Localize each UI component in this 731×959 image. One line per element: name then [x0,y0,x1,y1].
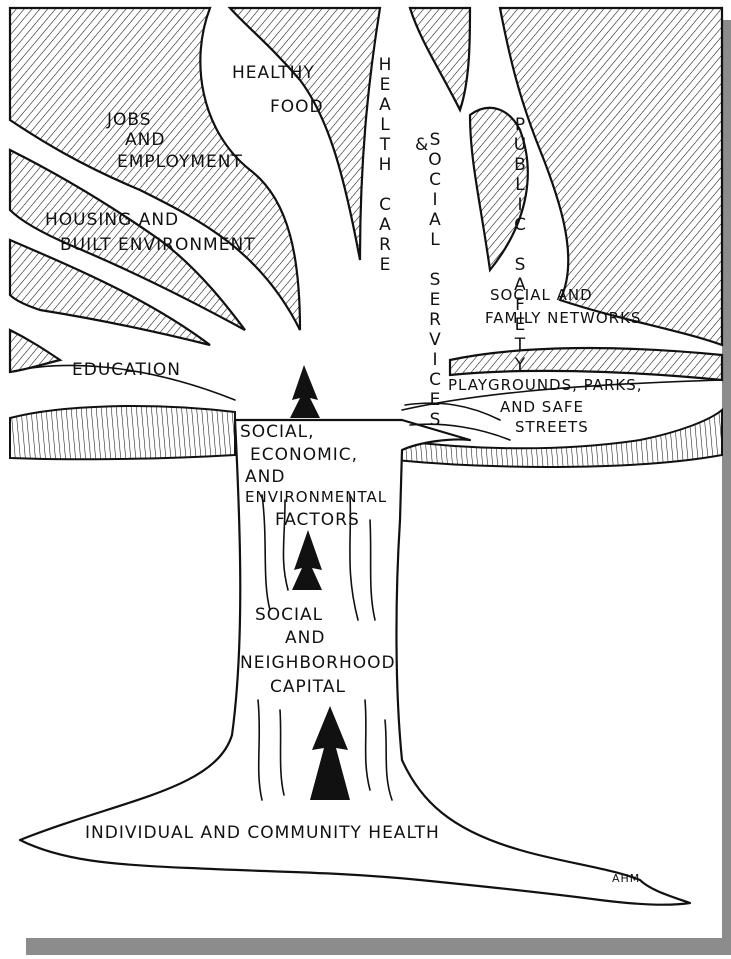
label-capital-4: CAPITAL [270,677,346,697]
label-public-safety: PUBLIC SAFETY [510,115,530,375]
label-jobs-1: JOBS [106,110,152,130]
canopy-band [9,405,236,461]
hatched-area-top-center [408,6,472,113]
bark-line-9 [404,402,501,421]
label-parks-3: STREETS [515,418,589,436]
bark-line-2 [282,499,289,591]
bark-line-4 [369,519,376,621]
label-factors-2: ECONOMIC, [250,445,358,465]
label-capital-1: SOCIAL [255,605,323,625]
arrow-lower-icon [310,706,350,800]
label-jobs-2: AND [125,130,165,150]
hatched-area-top-middle [227,6,382,261]
branch-right-upper [401,379,723,411]
bark-line-1 [261,494,271,611]
page-shadow-side [722,20,731,955]
label-housing-2: BUILT ENVIRONMENT [60,235,256,255]
label-jobs-3: EMPLOYMENT [117,152,243,172]
bark-line-10 [409,423,511,441]
label-networks-1: SOCIAL AND [490,286,593,304]
label-networks-2: FAMILY NETWORKS [485,309,641,327]
hatched-area-top-left [8,6,302,331]
label-parks-1: PLAYGROUNDS, PARKS, [448,376,643,394]
bark-line-3 [349,494,359,621]
label-factors-3: AND [245,467,285,487]
hatched-area-upper-right [498,6,724,347]
arrow-middle-icon [292,530,322,590]
label-parks-2: AND SAFE [500,398,584,416]
hatched-area-mid-right [468,106,529,273]
label-food-2: FOOD [270,97,324,117]
bark-line-6 [279,709,285,796]
label-food-1: HEALTHY [232,63,315,83]
label-factors-1: SOCIAL, [240,422,315,442]
label-factors-4: ENVIRONMENTAL [245,488,387,506]
bark-line-8 [384,719,393,801]
page-shadow [26,938,731,955]
hatched-area-lower-left [8,238,211,347]
label-health-care: HEALTH CARE [375,55,395,275]
label-housing-1: HOUSING AND [45,210,179,230]
label-capital-3: NEIGHBORHOOD [240,653,396,673]
branch-education [9,364,236,401]
label-ampersand: & [415,135,429,155]
label-capital-2: AND [285,628,325,648]
arrow-upper-icon [290,365,320,418]
label-education: EDUCATION [72,360,181,380]
tree-trunk [18,418,692,906]
artist-signature: AHM [612,872,640,885]
label-base: INDIVIDUAL AND COMMUNITY HEALTH [85,823,440,843]
hatched-area-left [8,148,246,331]
canopy-band-right [394,407,723,468]
bark-line-5 [257,699,263,801]
label-factors-5: FACTORS [275,510,360,530]
bark-line-7 [364,699,371,791]
label-social-services: SOCIAL SERVICES [425,130,445,430]
